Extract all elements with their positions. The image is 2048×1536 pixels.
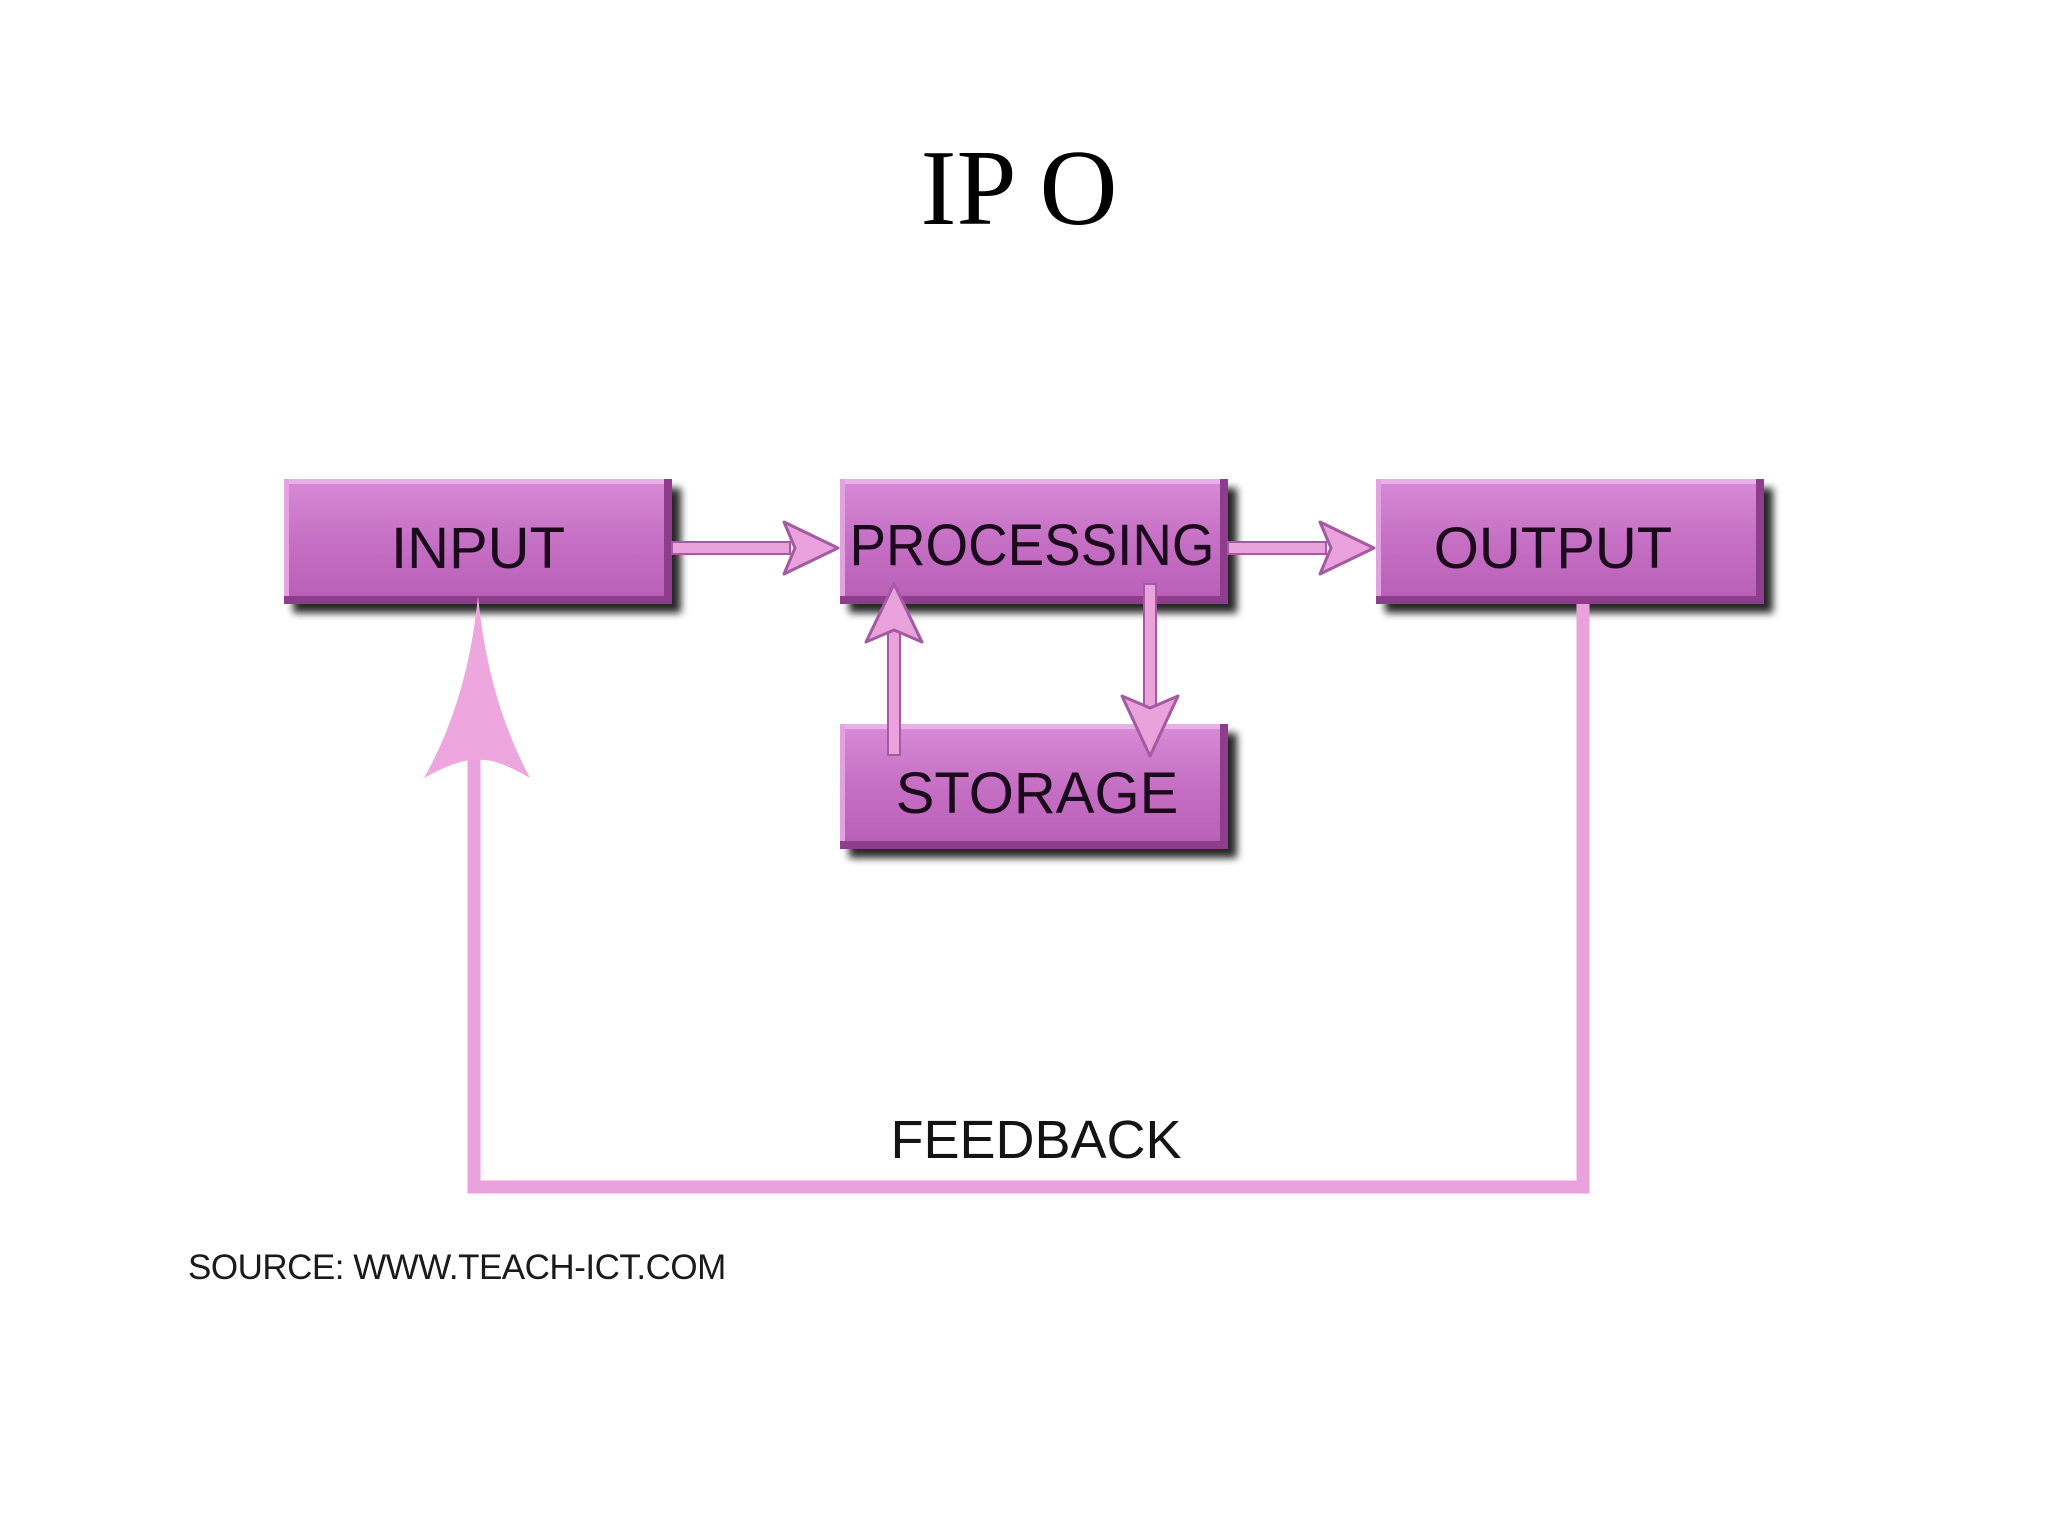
arrow-processing-to-storage: [1120, 583, 1180, 758]
input-label: INPUT: [391, 516, 565, 581]
slide-title: IP O: [920, 129, 1118, 248]
source-credit: SOURCE: WWW.TEACH-ICT.COM: [188, 1248, 726, 1287]
feedback-arrow: [424, 596, 1590, 1194]
output-box: [1376, 479, 1764, 604]
processing-label: PROCESSING: [850, 513, 1215, 578]
arrow-storage-to-processing: [864, 582, 924, 756]
storage-label: STORAGE: [896, 761, 1179, 826]
storage-box: [840, 724, 1228, 849]
processing-box: [840, 479, 1228, 604]
arrow-processing-to-output: [1227, 520, 1376, 576]
arrow-input-to-processing: [671, 520, 840, 576]
output-label: OUTPUT: [1434, 516, 1672, 581]
feedback-label: FEEDBACK: [890, 1110, 1181, 1170]
